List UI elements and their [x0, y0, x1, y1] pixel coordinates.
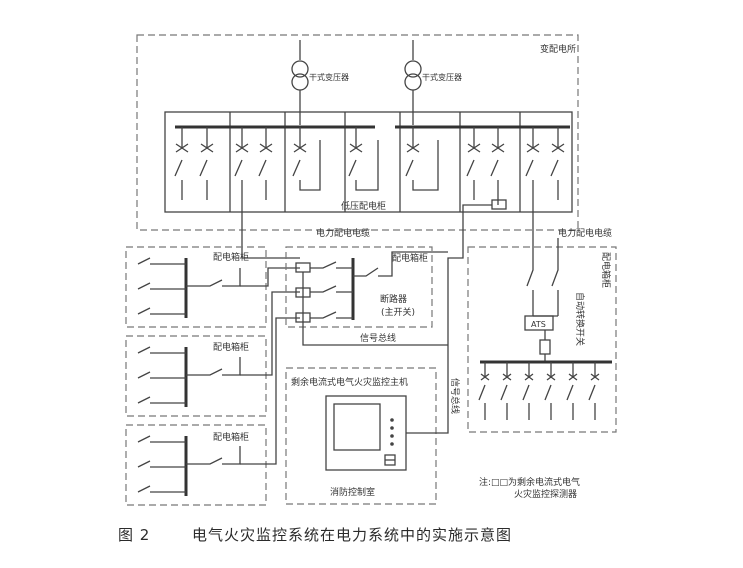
breaker-sublabel: (主开关) — [381, 306, 415, 318]
breaker-label: 断路器 — [380, 293, 407, 305]
distribution-box-4 — [285, 246, 448, 328]
monitor-host-label: 剩余电流式电气火灾监控主机 — [291, 376, 408, 388]
distribution-box-2-label: 配电箱柜 — [213, 341, 249, 353]
right-cabinet-outgoing — [478, 362, 600, 420]
substation-label: 变配电所 — [540, 43, 576, 55]
distribution-box-2 — [125, 335, 267, 417]
figure-number: 图 2 — [118, 526, 150, 544]
ats-box — [524, 315, 554, 331]
control-room-frame — [285, 367, 437, 505]
lv-feeder-switches — [174, 127, 565, 238]
distribution-box-4-label: 配电箱柜 — [392, 252, 428, 264]
transformer-2 — [404, 40, 422, 125]
distribution-box-3-label: 配电箱柜 — [213, 431, 249, 443]
lv-cabinet-frame — [164, 111, 573, 213]
detector-ats — [539, 339, 551, 355]
ats-box-label: ATS — [531, 320, 546, 329]
distribution-box-1 — [125, 246, 267, 328]
power-cable-label-1: 电力配电电缆 — [316, 227, 370, 239]
signal-bus-label: 信号总线 — [360, 332, 396, 344]
lv-cabinet-label: 低压配电柜 — [341, 200, 386, 212]
note-line-2: 火灾监控探测器 — [514, 488, 577, 500]
right-cabinet-label: 配电箱柜 — [600, 252, 612, 288]
power-cable-label-2: 电力配电电缆 — [558, 227, 612, 239]
substation-frame — [136, 34, 579, 231]
detector-lv-signal-line — [447, 204, 492, 345]
note-line-1: 注:□□为剩余电流式电气 — [479, 476, 580, 488]
ats-label: 自动转换开关 — [574, 292, 586, 346]
right-cabinet-switches — [526, 238, 559, 317]
signal-bus-line — [302, 272, 448, 346]
detector-lv — [491, 199, 507, 210]
distribution-box-1-label: 配电箱柜 — [213, 251, 249, 263]
signal-line-label: 信号总线 — [449, 378, 461, 414]
signal-line-vertical — [438, 345, 449, 434]
transformer-1 — [291, 40, 309, 125]
monitor-host-device — [325, 395, 407, 471]
control-room-label: 消防控制室 — [330, 486, 375, 498]
distribution-box-3 — [125, 424, 267, 506]
transformer-1-label: 干式变压器 — [309, 72, 349, 82]
figure-caption: 电气火灾监控系统在电力系统中的实施示意图 — [192, 526, 512, 544]
right-cabinet-frame — [467, 246, 617, 433]
transformer-2-label: 干式变压器 — [422, 72, 462, 82]
